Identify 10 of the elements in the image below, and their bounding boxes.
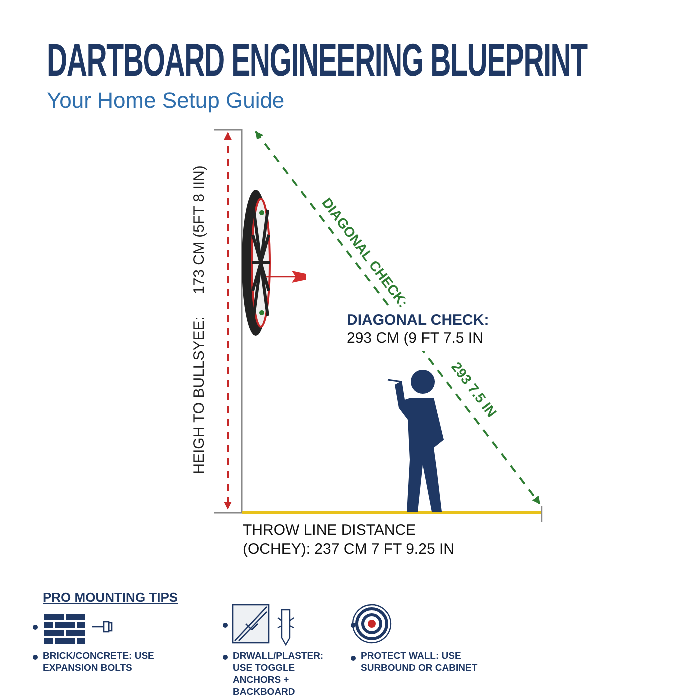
dimension-value: 293 7.5 IN — [448, 358, 502, 422]
section-heading: PRO MOUNTING TIPS — [43, 589, 178, 607]
tip-text: PROTECT WALL: USE SURBOUND OR CABINET — [361, 651, 479, 675]
title: DARTBOARD ENGINEERING BLUEPRINT — [47, 33, 588, 88]
tip-text: BRICK/CONCRETE: USE EXPANSION BOLTS — [43, 651, 156, 675]
dimension-label: HEIGH TO BULLSYEE: — [190, 316, 209, 474]
dimension-value: 173 CM (5FT 8 IIN) — [190, 166, 209, 295]
subtitle: Your Home Setup Guide — [47, 87, 285, 115]
throw-line-label: THROW LINE DISTANCE (OCHEY): 237 CM 7 FT 9.25 IN — [243, 521, 456, 559]
tip-text: DRWALL/PLASTER: USE TOGGLE ANCHORS + BACKBOARD — [233, 651, 325, 699]
